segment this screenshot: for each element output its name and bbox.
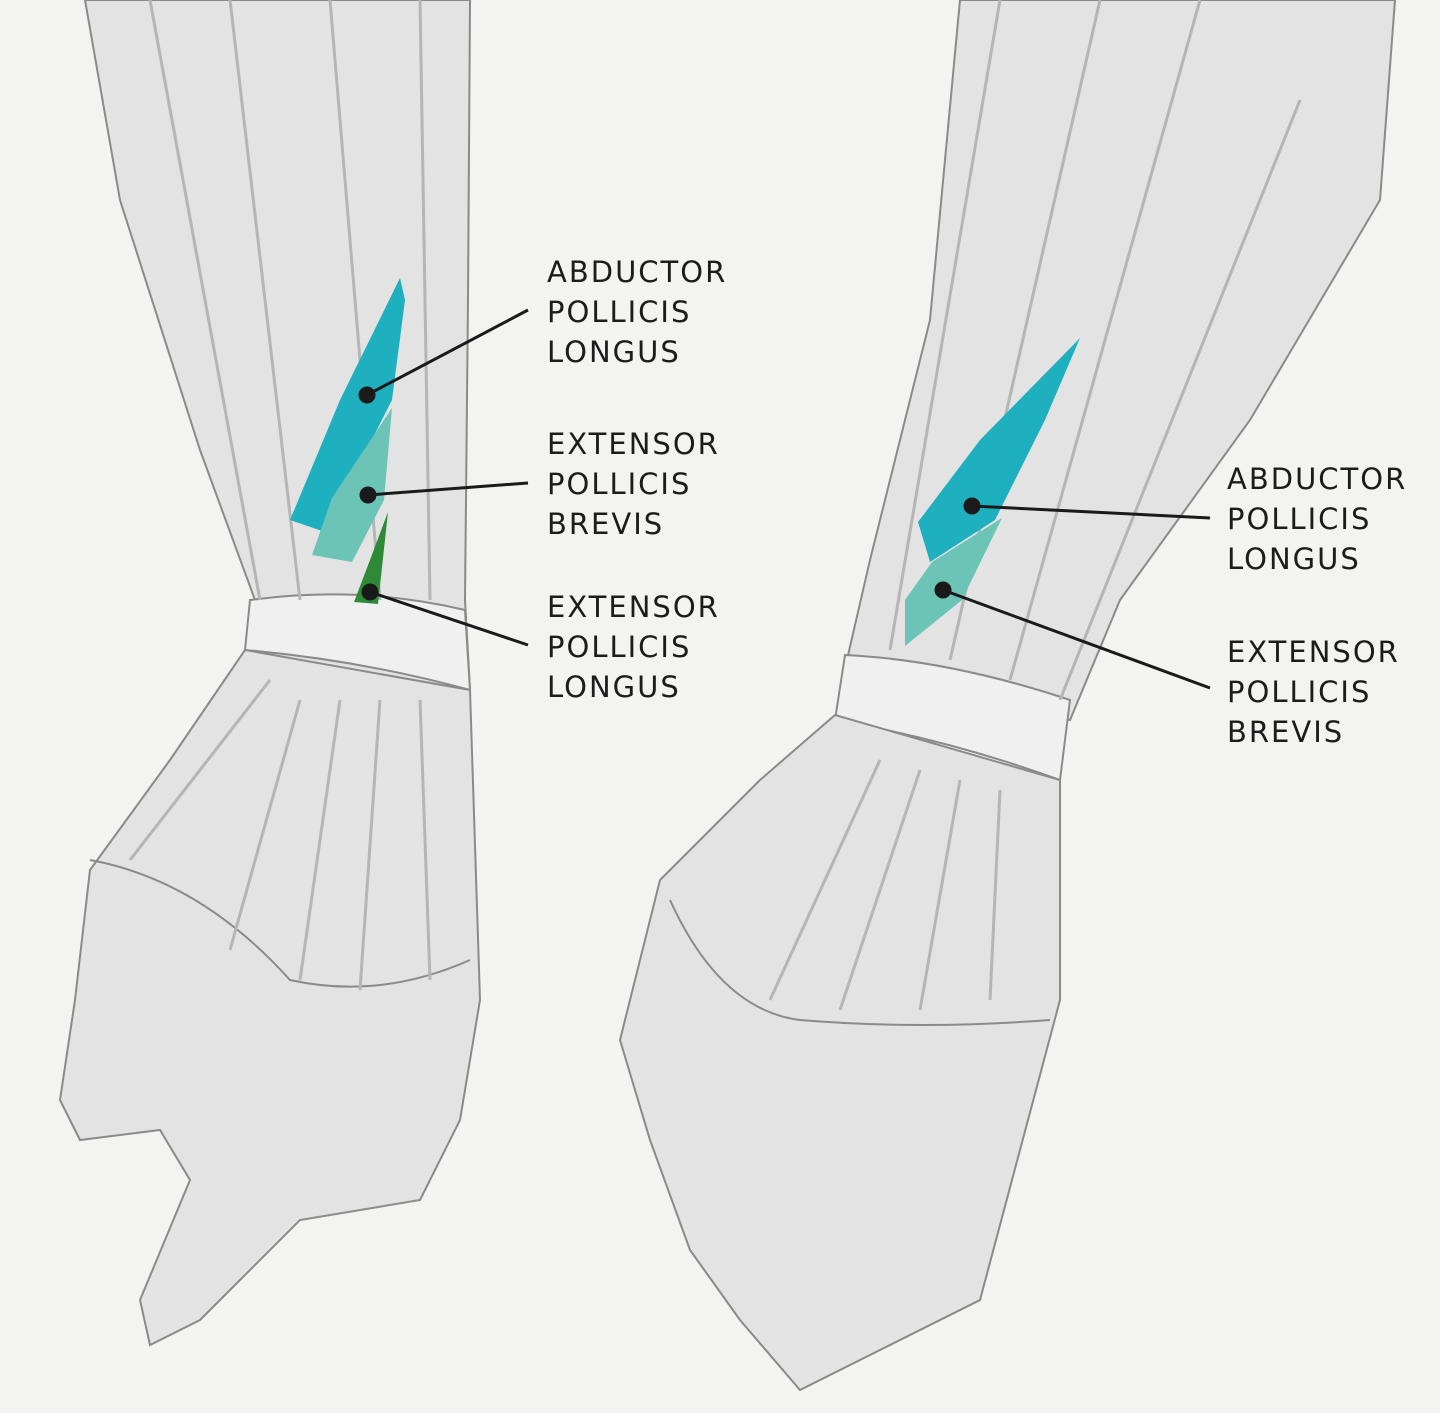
right-palm-edge [669,899,1051,1026]
left-palm-edge [89,859,471,988]
label-right-abductor-pollicis-longus: ABDUCTOR POLLICIS LONGUS [1227,459,1407,579]
label-line: LONGUS [1227,542,1361,576]
label-line: ABDUCTOR [1227,462,1408,496]
left-extensor-pollicis-longus-muscle [354,512,388,604]
label-left-extensor-pollicis-brevis: EXTENSOR POLLICIS BREVIS [547,424,720,544]
right-extensor-pollicis-brevis-muscle [905,518,1002,646]
label-line: LONGUS [547,670,681,704]
right-hand [618,713,1061,1392]
label-line: BREVIS [1227,715,1345,749]
label-line: POLLICIS [547,295,692,329]
label-line: POLLICIS [1227,675,1372,709]
label-right-extensor-pollicis-brevis: EXTENSOR POLLICIS BREVIS [1227,632,1400,752]
left-hand [58,648,482,1347]
label-line: EXTENSOR [1227,635,1400,669]
label-line: EXTENSOR [547,427,720,461]
left-forearm [83,0,472,691]
right-tendons [768,0,1302,1011]
left-forearm-hand [58,0,482,1347]
left-abductor-pollicis-longus-muscle [290,278,405,532]
leader-lines [358,308,1211,690]
label-line: POLLICIS [547,630,692,664]
label-left-extensor-pollicis-longus: EXTENSOR POLLICIS LONGUS [547,587,720,707]
label-line: LONGUS [547,335,681,369]
label-line: POLLICIS [1227,502,1372,536]
label-line: EXTENSOR [547,590,720,624]
left-extensor-pollicis-brevis-muscle [312,408,392,562]
right-abductor-pollicis-longus-muscle [918,338,1080,562]
label-left-abductor-pollicis-longus: ABDUCTOR POLLICIS LONGUS [547,252,727,372]
label-line: POLLICIS [547,467,692,501]
label-line: BREVIS [547,507,665,541]
label-line: ABDUCTOR [547,255,728,289]
